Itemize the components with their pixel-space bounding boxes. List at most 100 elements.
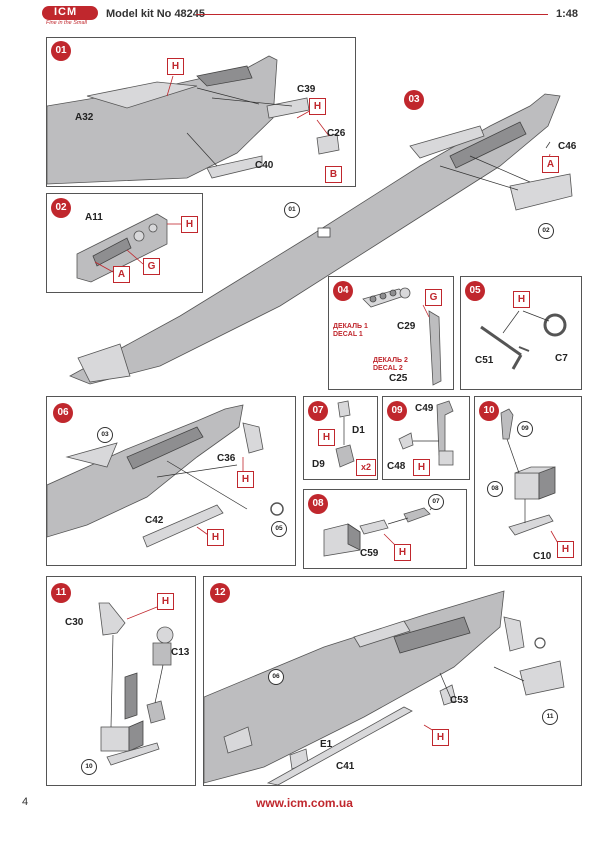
part-c10: C10 xyxy=(533,551,552,562)
brand-logo: ICM Fine in the Small xyxy=(40,4,102,28)
step-07-number: 07 xyxy=(308,401,328,421)
step-11-drawing xyxy=(98,602,174,766)
decal-2-en: DECAL 2 xyxy=(373,365,403,372)
page-number: 4 xyxy=(22,796,29,808)
step-09-panel: 09 C49 C48 H xyxy=(382,396,470,480)
step-11-panel: 11 C30 C13 10 H xyxy=(46,576,196,786)
step-10-number: 10 xyxy=(479,401,499,421)
step-ref-07: 07 xyxy=(428,494,444,510)
paint-tag-b: B xyxy=(325,166,342,183)
part-e1: E1 xyxy=(320,739,333,750)
part-a11: A11 xyxy=(85,212,103,223)
step-07-panel: 07 D1 D9 H x2 xyxy=(303,396,378,480)
step-ref-05: 05 xyxy=(271,521,287,537)
part-d1: D1 xyxy=(352,425,365,436)
model-kit-title: Model kit No 48245 xyxy=(106,8,206,20)
step-12-panel: 12 C53 E1 C41 06 11 H xyxy=(203,576,582,786)
step-05-panel: 05 C51 C7 H xyxy=(460,276,582,390)
part-c48: C48 xyxy=(387,461,406,472)
step-01-number: 01 xyxy=(51,41,71,61)
part-c29: C29 xyxy=(397,321,416,332)
step-10-drawing xyxy=(500,408,560,546)
decal-1-en: DECAL 1 xyxy=(333,331,363,338)
paint-tag-h: H xyxy=(309,98,326,115)
part-c40: C40 xyxy=(255,160,274,171)
step-03-number: 03 xyxy=(404,90,424,110)
paint-tag-h: H xyxy=(432,729,449,746)
step-07-drawing xyxy=(335,400,355,468)
decal-1-label: ДЕКАЛЬ 1 DECAL 1 xyxy=(333,323,368,339)
step-ref-09: 09 xyxy=(517,421,533,437)
part-c25: C25 xyxy=(389,373,408,384)
website-link[interactable]: www.icm.com.ua xyxy=(256,796,353,810)
part-c7: C7 xyxy=(555,353,568,364)
step-04-drawing xyxy=(362,287,442,386)
part-c53: C53 xyxy=(450,695,469,706)
step-ref-06: 06 xyxy=(268,669,284,685)
paint-tag-a: A xyxy=(113,266,130,283)
step-08-number: 08 xyxy=(308,494,328,514)
step-08-drawing xyxy=(323,501,437,557)
paint-tag-h: H xyxy=(181,216,198,233)
paint-tag-g: G xyxy=(143,258,160,275)
part-c46: C46 xyxy=(558,141,577,152)
step-01-panel: 01 A32 C39 C26 C40 H H B xyxy=(46,37,356,187)
step-05-number: 05 xyxy=(465,281,485,301)
paint-tag-h: H xyxy=(237,471,254,488)
step-ref-11: 11 xyxy=(542,709,558,725)
part-c36: C36 xyxy=(217,453,236,464)
step-ref-01: 01 xyxy=(284,202,300,218)
step-09-drawing xyxy=(398,400,454,466)
step-06-drawing xyxy=(47,404,284,548)
part-a32: A32 xyxy=(75,112,94,123)
step-04-number: 04 xyxy=(333,281,353,301)
part-c59: C59 xyxy=(360,548,379,559)
logo-tagline: Fine in the Small xyxy=(46,20,87,26)
step-ref-10: 10 xyxy=(81,759,97,775)
step-ref-02: 02 xyxy=(538,223,554,239)
step-10-panel: 10 C10 09 08 H xyxy=(474,396,582,566)
scale-label: 1:48 xyxy=(556,8,579,20)
paint-tag-h: H xyxy=(413,459,430,476)
step-11-number: 11 xyxy=(51,583,71,603)
paint-tag-g: G xyxy=(425,289,442,306)
decal-2-ru: ДЕКАЛЬ 2 xyxy=(373,357,408,364)
quantity-tag: x2 xyxy=(356,459,376,476)
part-c39: C39 xyxy=(297,84,316,95)
step-03-area: 03 C46 01 02 A xyxy=(60,86,590,386)
part-c30: C30 xyxy=(65,617,84,628)
paint-tag-h: H xyxy=(557,541,574,558)
part-c41: C41 xyxy=(336,761,355,772)
step-ref-03: 03 xyxy=(97,427,113,443)
step-03-drawing xyxy=(69,93,573,385)
part-c51: C51 xyxy=(475,355,494,366)
paint-tag-h: H xyxy=(157,593,174,610)
part-d9: D9 xyxy=(312,459,325,470)
header-rule xyxy=(196,14,548,16)
paint-tag-h: H xyxy=(394,544,411,561)
step-09-number: 09 xyxy=(387,401,407,421)
step-12-number: 12 xyxy=(210,583,230,603)
step-08-panel: 08 C59 07 H xyxy=(303,489,467,569)
step-02-panel: 02 A11 H A G xyxy=(46,193,203,293)
paint-tag-a: A xyxy=(542,156,559,173)
paint-tag-h: H xyxy=(207,529,224,546)
part-c49: C49 xyxy=(415,403,434,414)
paint-tag-h: H xyxy=(513,291,530,308)
part-c26: C26 xyxy=(327,128,346,139)
decal-1-ru: ДЕКАЛЬ 1 xyxy=(333,323,368,330)
paint-tag-h: H xyxy=(318,429,335,446)
step-02-drawing xyxy=(76,213,181,283)
step-05-drawing xyxy=(480,310,567,370)
step-ref-08: 08 xyxy=(487,481,503,497)
logo-text: ICM xyxy=(54,6,78,18)
step-02-number: 02 xyxy=(51,198,71,218)
step-01-drawing xyxy=(47,55,340,185)
step-04-panel: 04 C29 C25 G ДЕКАЛЬ 1 DECAL 1 ДЕКАЛЬ 2 D… xyxy=(328,276,454,390)
part-c42: C42 xyxy=(145,515,164,526)
decal-2-label: ДЕКАЛЬ 2 DECAL 2 xyxy=(373,357,408,373)
paint-tag-h: H xyxy=(167,58,184,75)
step-06-panel: 06 C36 C42 03 05 H H xyxy=(46,396,296,566)
step-06-number: 06 xyxy=(53,403,73,423)
step-12-drawing xyxy=(204,590,565,785)
